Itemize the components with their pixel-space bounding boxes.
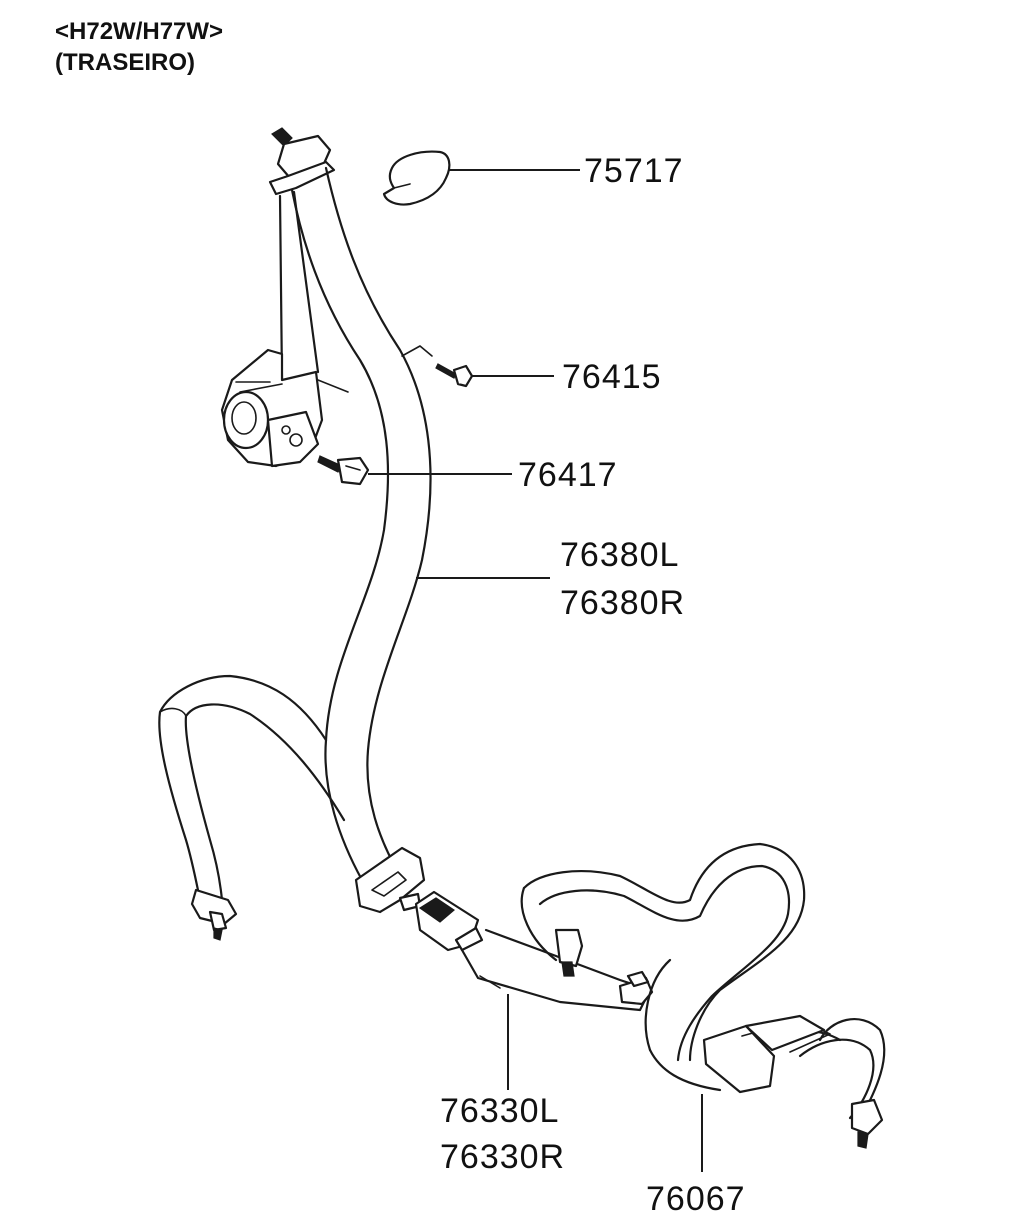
model-code: <H72W/H77W> bbox=[55, 18, 224, 45]
anchor-bolt-left bbox=[190, 888, 238, 941]
position-label: (TRASEIRO) bbox=[55, 49, 195, 76]
buckle-part-76330 bbox=[414, 890, 652, 1012]
part-number-76067: 76067 bbox=[646, 1180, 746, 1218]
latch-plate bbox=[354, 846, 426, 914]
bolt-part-76415 bbox=[401, 345, 474, 388]
lap-belt-left bbox=[158, 674, 346, 902]
leader-lines bbox=[368, 169, 703, 1172]
part-number-76330r: 76330R bbox=[440, 1138, 565, 1176]
anchor-bolt-buckle bbox=[618, 970, 654, 1006]
center-belt-76067 bbox=[520, 842, 886, 1122]
part-number-76380r: 76380R bbox=[560, 584, 685, 622]
anchor-bolt-right bbox=[850, 1098, 884, 1149]
part-number-75717: 75717 bbox=[584, 152, 684, 190]
anchor-bolt-center bbox=[554, 928, 584, 977]
part-number-76417: 76417 bbox=[518, 456, 618, 494]
shoulder-belt-76380 bbox=[290, 166, 432, 882]
bolt-part-76417 bbox=[317, 455, 370, 486]
diagram-header: <H72W/H77W> (TRASEIRO) bbox=[55, 16, 223, 78]
part-number-76380l: 76380L bbox=[560, 536, 679, 574]
retractor-webbing bbox=[278, 190, 320, 382]
center-belt-buckle bbox=[702, 1014, 831, 1094]
part-number-76415: 76415 bbox=[562, 358, 662, 396]
retractor-unit bbox=[220, 348, 349, 468]
cover-part-75717 bbox=[382, 150, 451, 206]
part-number-76330l: 76330L bbox=[440, 1092, 559, 1130]
upper-anchor bbox=[268, 127, 336, 196]
